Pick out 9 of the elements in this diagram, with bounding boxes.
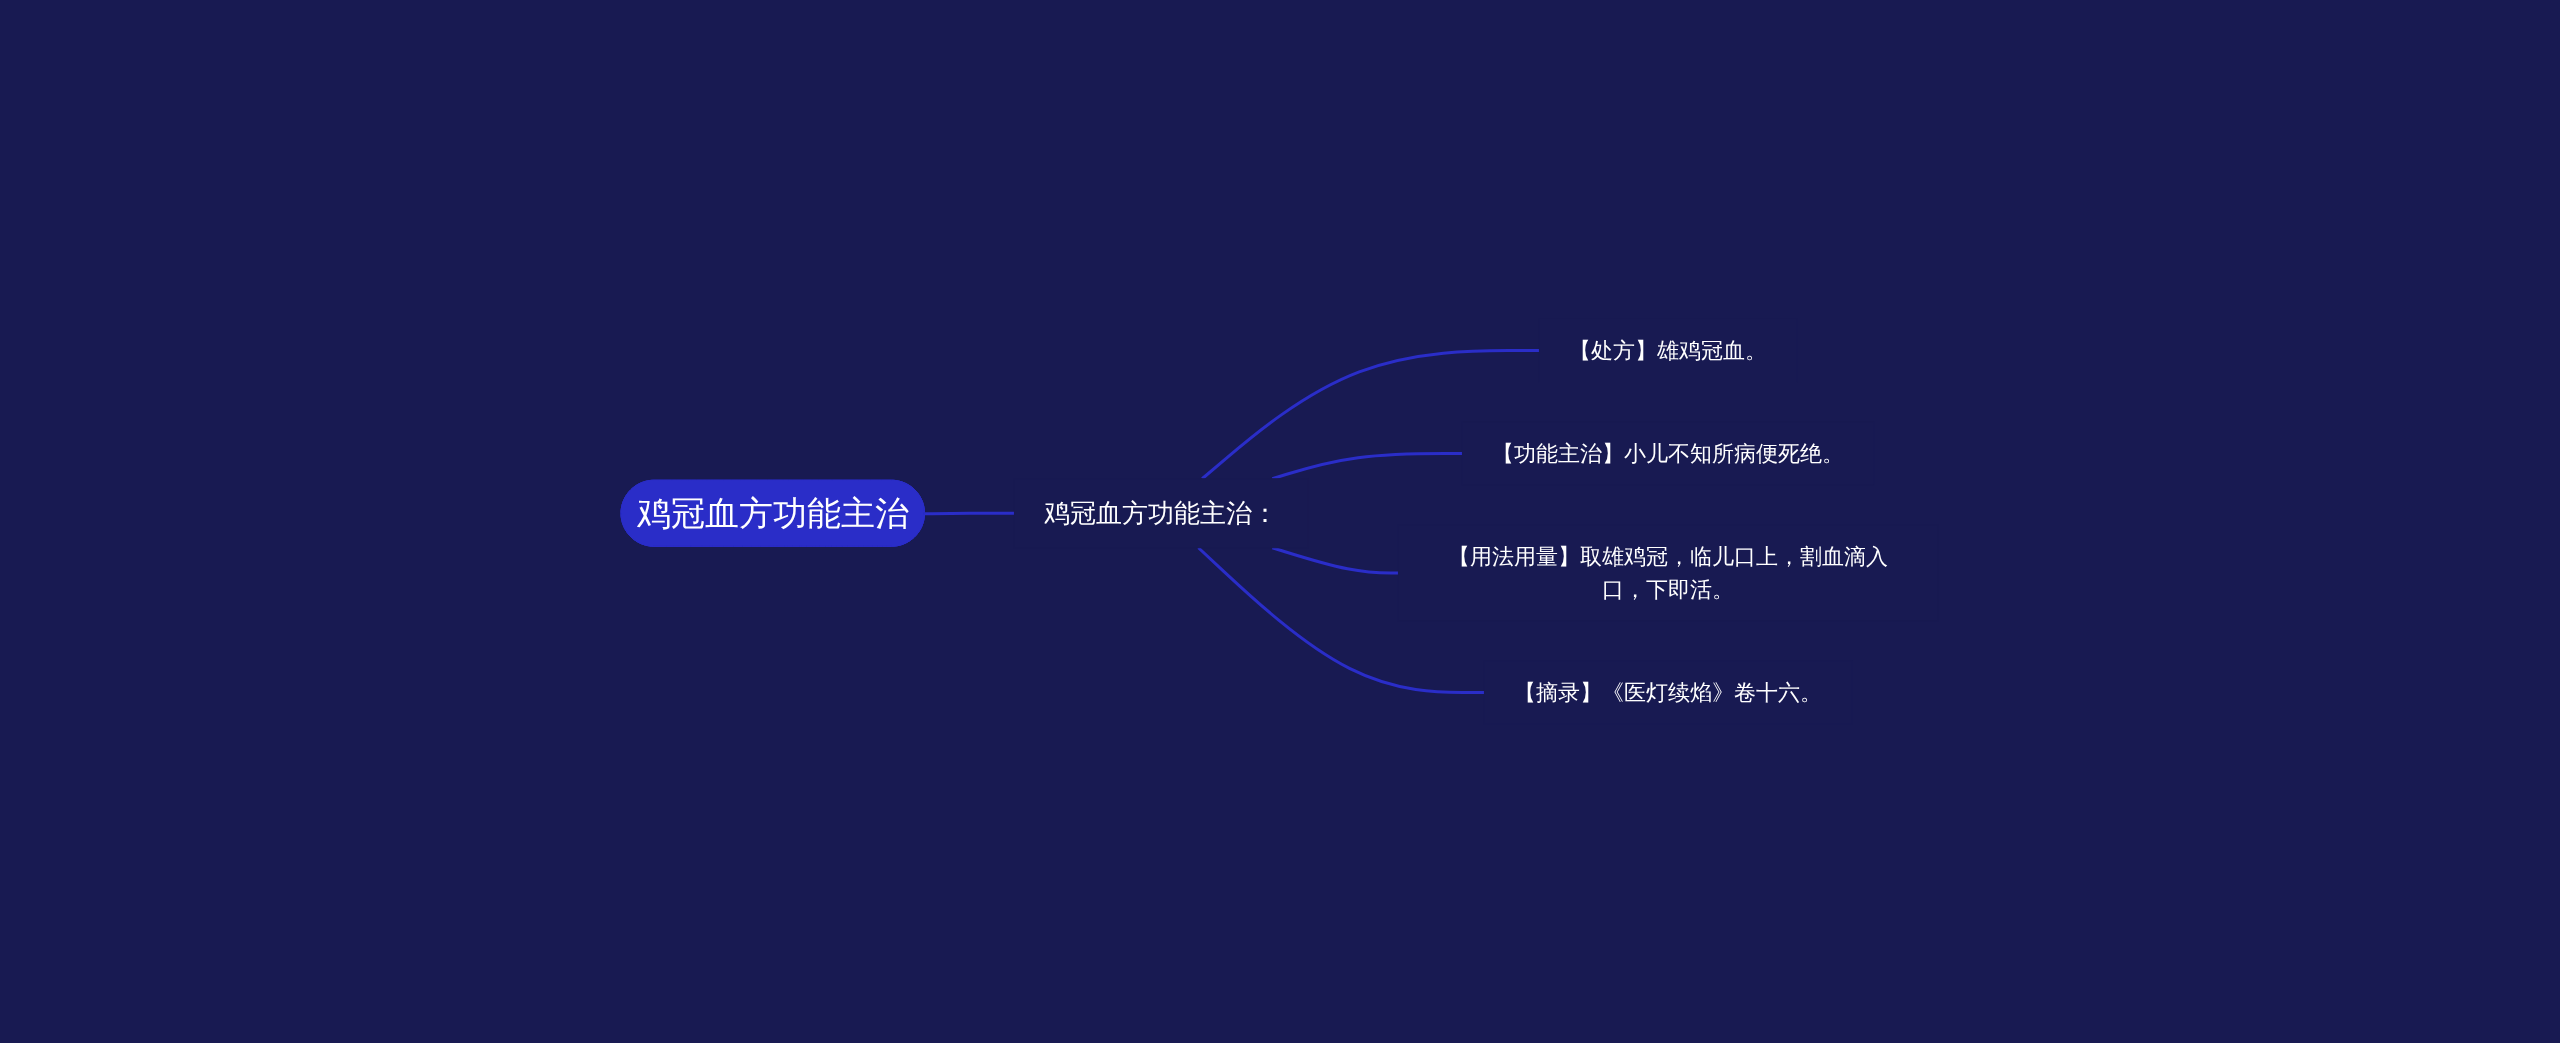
connector	[1197, 546, 1485, 694]
connector	[925, 511, 1015, 516]
node-text: 【功能主治】小儿不知所病便死绝。	[1492, 441, 1845, 466]
node-text: 鸡冠血方功能主治：	[1044, 497, 1279, 528]
node-text: 【处方】雄鸡冠血。	[1569, 338, 1768, 363]
node-text: 【用法用量】取雄鸡冠，临儿口上，割血滴入口，下即活。	[1448, 543, 1889, 602]
connector	[1272, 546, 1399, 575]
node-text: 【摘录】《医灯续焰》卷十六。	[1514, 679, 1823, 705]
connector	[1201, 349, 1540, 480]
